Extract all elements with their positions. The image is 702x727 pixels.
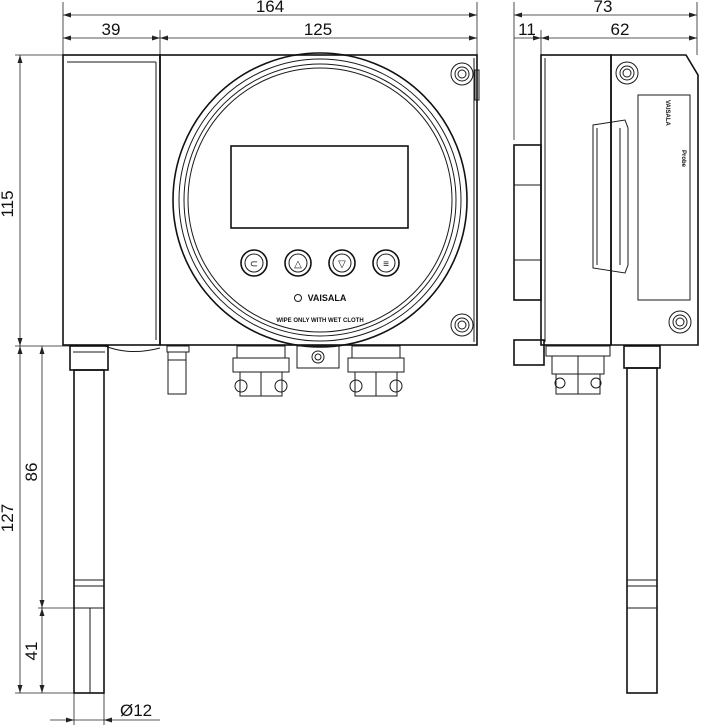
side-handle	[592, 119, 629, 274]
dim-side-small: 11	[518, 20, 536, 39]
dim-left-width: 39	[102, 20, 121, 39]
side-screw-bottom	[668, 310, 692, 334]
mounting-plate	[513, 144, 542, 301]
side-label-area	[637, 94, 691, 301]
side-screw-top	[615, 61, 639, 85]
dimension-top: 164 39 125	[62, 0, 478, 55]
screw-bottom-right	[450, 313, 474, 337]
main-housing	[159, 54, 478, 346]
side-cover	[610, 54, 699, 346]
dim-probe-lower: 41	[22, 642, 41, 661]
side-cover	[62, 54, 161, 346]
lcd-screen	[230, 145, 409, 229]
dim-front-width: 125	[304, 20, 332, 39]
dim-diameter: Ø12	[120, 701, 152, 720]
front-view: ⊂ △ ▽ ≡ VAISALA WIPE ONLY WITH WET CLOTH	[62, 52, 480, 694]
side-view: VAISALA Probe	[513, 54, 699, 694]
up-button[interactable]: △	[284, 249, 312, 277]
probe-front	[69, 345, 109, 694]
dimension-left: 115 127 86 41	[0, 54, 80, 694]
cancel-button[interactable]: ⊂	[240, 249, 268, 277]
screw-top-right	[450, 62, 474, 86]
cable-gland-center	[296, 345, 340, 369]
probe-side	[623, 345, 661, 694]
down-arrow-icon: ▽	[338, 259, 346, 270]
cancel-icon: ⊂	[250, 259, 258, 270]
display-bezel-outer	[172, 52, 468, 348]
dimension-side-top: 73 11 62	[513, 0, 698, 140]
enter-button[interactable]: ≡	[372, 249, 400, 277]
dim-side-total: 73	[594, 0, 613, 16]
cable-gland-left	[232, 345, 290, 397]
side-cable-gland	[545, 345, 611, 395]
dimension-diameter: Ø12	[50, 693, 160, 725]
side-probe-label: Probe	[680, 150, 686, 168]
dim-probe-upper: 86	[22, 463, 41, 482]
dim-probe-total: 127	[0, 504, 17, 532]
dim-height: 115	[0, 190, 17, 217]
connector-small	[166, 345, 190, 395]
dim-side-depth: 62	[611, 20, 630, 39]
side-body	[540, 54, 612, 346]
up-arrow-icon: △	[294, 259, 302, 270]
enter-icon: ≡	[383, 259, 389, 270]
dim-total-width: 164	[256, 0, 284, 16]
down-button[interactable]: ▽	[328, 249, 356, 277]
brand-logo: VAISALA	[308, 293, 347, 303]
side-brand: VAISALA	[664, 100, 670, 127]
wipe-notice: WIPE ONLY WITH WET CLOTH	[276, 318, 363, 324]
brand-mark-icon	[294, 294, 302, 302]
cable-gland-right	[347, 345, 405, 397]
